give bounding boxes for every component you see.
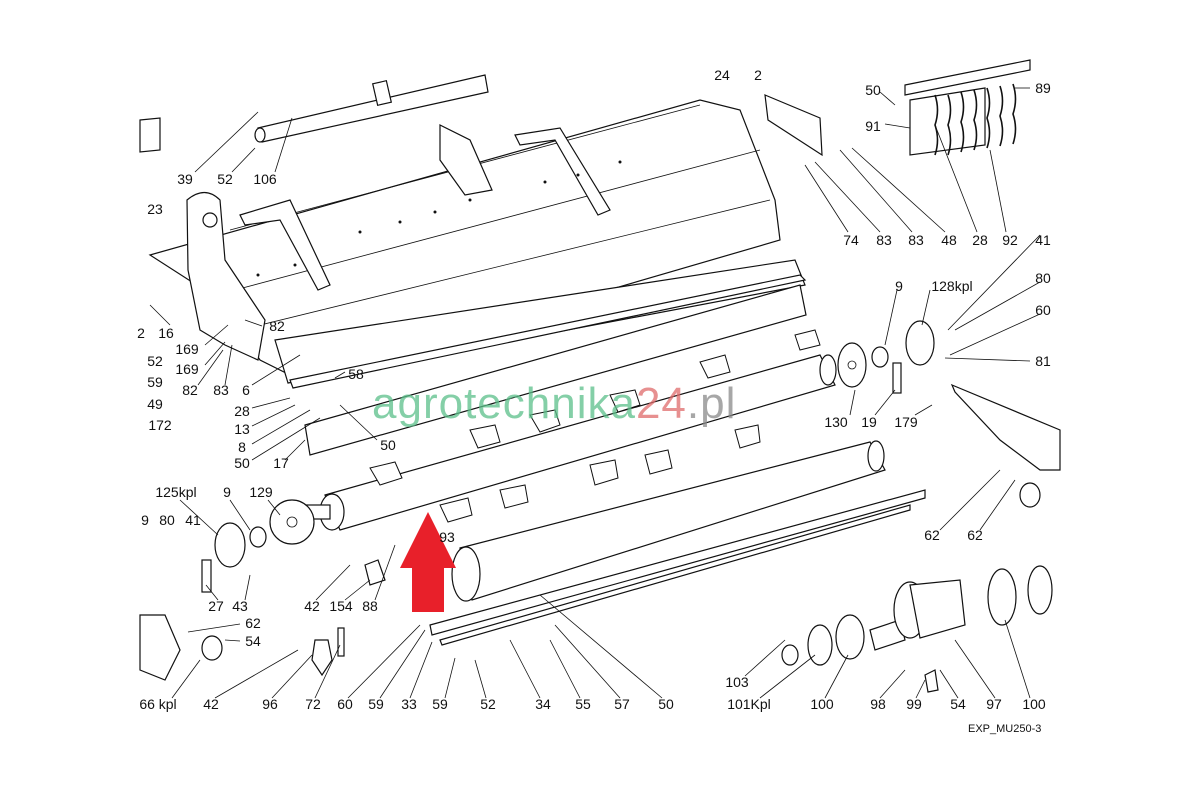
part-number-label: 6 [242,382,250,398]
watermark-part3: .pl [687,379,736,428]
top-shaft [254,74,489,143]
svg-text:agrotechnika24.pl: agrotechnika24.pl [372,379,736,428]
left-side-parts [139,117,386,681]
watermark-part2: 24 [636,379,687,428]
part-number-label: 57 [614,696,630,712]
part-number-label: 154 [329,598,353,614]
part-number-label: 28 [234,403,250,419]
part-number-label: 60 [1035,302,1051,318]
part-number-label: 52 [480,696,496,712]
part-number-label: 169 [175,341,199,357]
part-number-label: 58 [348,366,364,382]
part-number-label: 2 [137,325,145,341]
part-number-label: 39 [177,171,193,187]
part-number-label: 9 [223,484,231,500]
leader-lines [149,87,1041,699]
part-number-label: 81 [1035,353,1051,369]
part-number-label: 59 [147,374,163,390]
part-number-label: 97 [986,696,1002,712]
part-number-label: 83 [876,232,892,248]
part-number-label: 91 [865,118,881,134]
part-number-label: 2 [754,67,762,83]
part-number-label: 50 [234,455,250,471]
part-number-label: 92 [1002,232,1018,248]
part-number-label: 19 [861,414,877,430]
part-number-label: 100 [810,696,834,712]
part-number-label: 172 [148,417,172,433]
watermark-part1: agrotechnika [372,379,636,428]
part-number-label: 98 [870,696,886,712]
part-number-label: 9 [141,512,149,528]
part-number-label: 52 [217,171,233,187]
part-number-label: 82 [182,382,198,398]
part-number-label: 42 [203,696,219,712]
part-number-label: 82 [269,318,285,334]
red-arrow-icon [400,512,456,612]
part-number-label: 17 [273,455,289,471]
rotor-shaft [299,329,837,531]
part-number-label: 50 [865,82,881,98]
part-number-label: 42 [304,598,320,614]
part-number-label: 74 [843,232,859,248]
part-number-label: 8 [238,439,246,455]
part-number-label: 52 [147,353,163,369]
hood-frame [148,99,781,381]
part-number-label: 59 [432,696,448,712]
part-number-label: 101Kpl [727,696,771,712]
part-number-label: 66 kpl [139,696,176,712]
part-number-label: 89 [1035,80,1051,96]
roller [451,440,886,602]
part-number-label: 80 [159,512,175,528]
part-number-label: 72 [305,696,321,712]
part-number-label: 125kpl [155,484,196,500]
part-number-label: 60 [337,696,353,712]
part-number-label: 48 [941,232,957,248]
part-number-label: 13 [234,421,250,437]
part-number-label: 62 [924,527,940,543]
part-number-label: 33 [401,696,417,712]
part-number-label: 62 [245,615,261,631]
part-number-label: 50 [658,696,674,712]
part-number-label: 62 [967,527,983,543]
part-number-label: 83 [213,382,229,398]
drawing-code: EXP_MU250-3 [968,723,1041,735]
part-number-label: 43 [232,598,248,614]
part-number-label: 27 [208,598,224,614]
part-number-label: 23 [147,201,163,217]
part-number-label: 41 [185,512,201,528]
part-number-label: 24 [714,67,730,83]
part-number-label: 130 [824,414,848,430]
part-number-label: 103 [725,674,749,690]
watermark: agrotechnika24.pl [372,379,736,428]
part-number-label: 100 [1022,696,1046,712]
part-number-label: 99 [906,696,922,712]
part-number-label: 128kpl [931,278,972,294]
part-number-label: 9 [895,278,903,294]
part-number-label: 179 [894,414,918,430]
part-number-label: 83 [908,232,924,248]
part-number-label: 49 [147,396,163,412]
part-number-label: 169 [175,361,199,377]
part-number-label: 16 [158,325,174,341]
part-number-label: 54 [245,633,261,649]
part-number-label: 41 [1035,232,1051,248]
part-number-label: 93 [439,529,455,545]
part-number-label: 59 [368,696,384,712]
right-side-parts [764,59,1061,693]
part-number-label: 80 [1035,270,1051,286]
part-number-label: 88 [362,598,378,614]
part-number-label: 106 [253,171,277,187]
part-number-label: 54 [950,696,966,712]
deflector-plates [274,259,807,456]
part-number-label: 96 [262,696,278,712]
part-number-label: 28 [972,232,988,248]
part-number-label: 129 [249,484,273,500]
part-number-label: 34 [535,696,551,712]
part-number-label: 50 [380,437,396,453]
part-number-label: 55 [575,696,591,712]
